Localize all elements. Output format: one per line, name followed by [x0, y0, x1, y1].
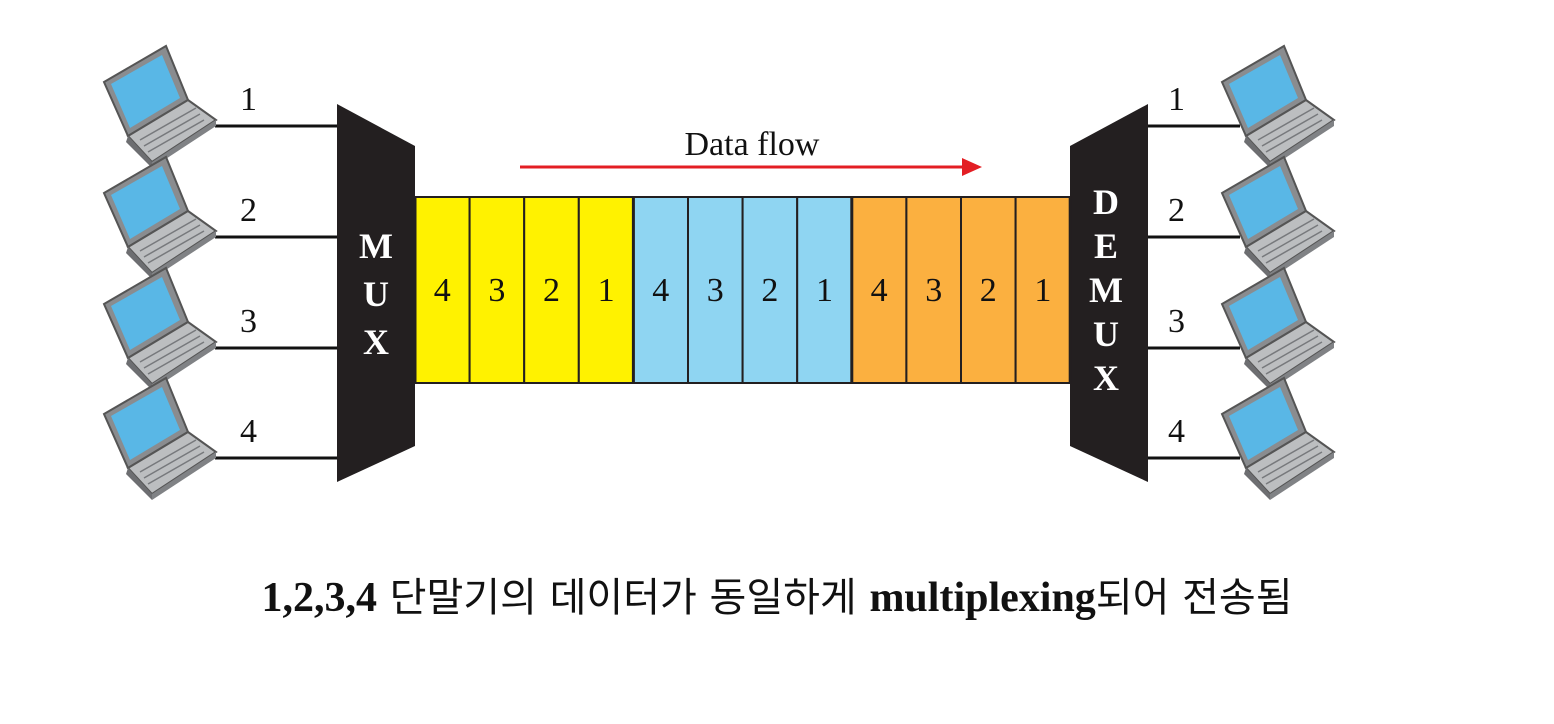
frame-slot-label: 3 [488, 272, 505, 309]
demux-letter: X [1093, 358, 1119, 398]
frame-slot-label: 3 [707, 272, 724, 309]
frame-slot-label: 2 [761, 272, 778, 309]
frame-slot-label: 2 [980, 272, 997, 309]
caption-numbers: 1,2,3,4 [261, 575, 377, 621]
frame-slot-label: 4 [871, 272, 888, 309]
input-label: 2 [240, 192, 257, 229]
demux-letter: D [1093, 182, 1119, 222]
mux-block [337, 104, 415, 482]
input-lines [215, 124, 337, 460]
frame-slot [687, 196, 744, 384]
frame-slot [850, 196, 908, 384]
frame-slot-label: 4 [652, 272, 669, 309]
laptop-icon [103, 267, 217, 391]
mux-letter: U [363, 274, 389, 314]
frame-slot-label: 2 [543, 272, 560, 309]
data-flow-label: Data flow [684, 126, 819, 163]
frame-slot [796, 196, 853, 384]
frame-slot-label: 4 [434, 272, 451, 309]
input-label: 1 [240, 81, 257, 118]
frame-slot-label: 1 [1034, 272, 1051, 309]
frame-slot [632, 196, 690, 384]
mux-letter: X [363, 322, 389, 362]
input-label: 4 [240, 413, 257, 450]
output-label: 2 [1168, 192, 1185, 229]
mux-letter: M [359, 226, 393, 266]
demux-letter: U [1093, 314, 1119, 354]
multiplexing-diagram: 1 2 3 4 1 2 3 4 M U X D E M U X Data flo… [103, 45, 1335, 501]
laptop-icon [1221, 156, 1335, 280]
frame-slot [468, 196, 526, 384]
output-lines [1148, 124, 1240, 460]
caption: 1,2,3,4 단말기의 데이터가 동일하게 multiplexing되어 전송… [0, 565, 1554, 623]
laptop-icon [103, 377, 217, 501]
demux-letter: E [1094, 226, 1118, 266]
frame-slot [741, 196, 799, 384]
input-label: 3 [240, 303, 257, 340]
frame-slot-label: 3 [925, 272, 942, 309]
frame-slot [1014, 196, 1072, 384]
laptop-icon [103, 45, 217, 169]
demux-letter: M [1089, 270, 1123, 310]
output-label: 1 [1168, 81, 1185, 118]
laptop-icon [103, 156, 217, 280]
caption-text: 단말기의 데이터가 동일하게 [376, 575, 870, 621]
caption-text-end: 되어 전송됨 [1095, 575, 1293, 621]
output-label: 4 [1168, 413, 1185, 450]
output-label: 3 [1168, 303, 1185, 340]
frame-slot-label: 1 [598, 272, 615, 309]
frame-slot [523, 196, 580, 384]
frame-slot [905, 196, 963, 384]
laptop-icon [1221, 267, 1335, 391]
laptop-icon [1221, 45, 1335, 169]
caption-term: multiplexing [869, 575, 1096, 621]
laptop-icon [1221, 377, 1335, 501]
demux-block [1070, 104, 1148, 482]
data-flow-arrow [520, 158, 982, 176]
frame-slot-label: 1 [816, 272, 833, 309]
frame-slot [577, 196, 635, 384]
